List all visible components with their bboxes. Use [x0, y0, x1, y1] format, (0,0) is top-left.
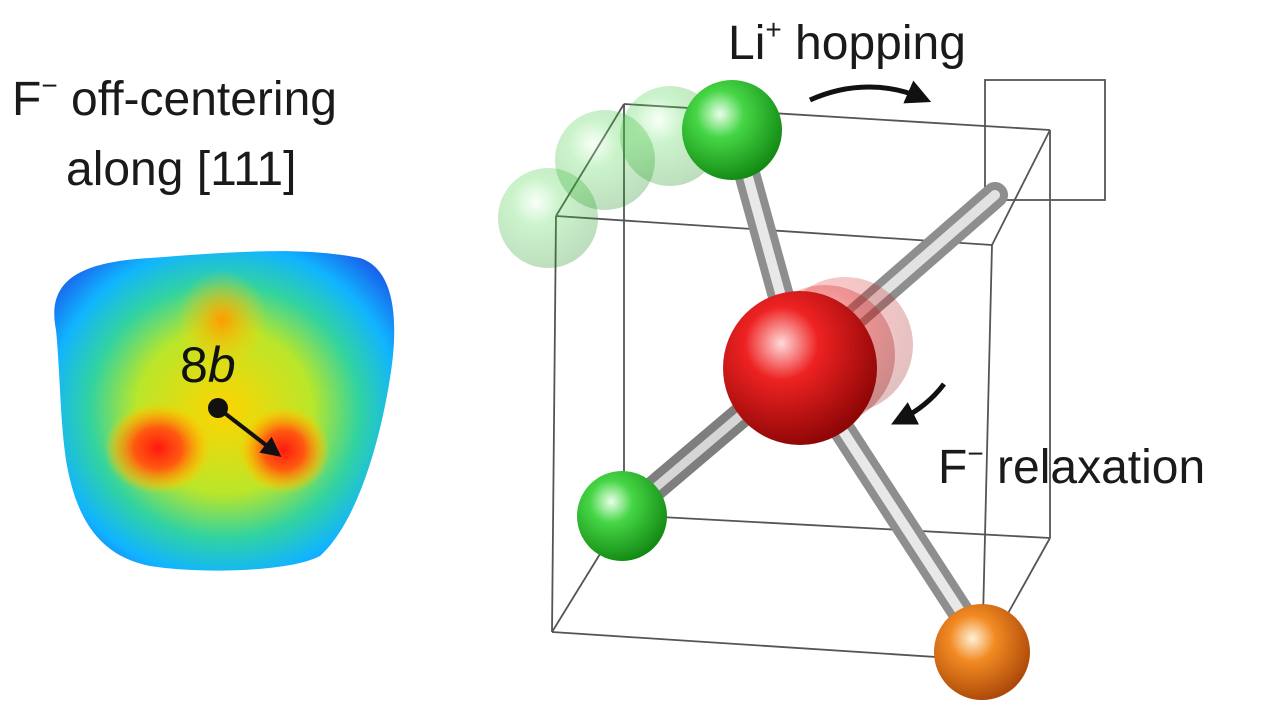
density-map-title-line1: F− off-centering	[12, 70, 337, 126]
li-hopping-arrow	[808, 80, 932, 104]
li-atom-top	[682, 80, 782, 180]
target-site-box	[984, 79, 1106, 201]
density-top-lobe	[176, 270, 268, 370]
orange-atom	[934, 604, 1030, 700]
li-hopping-label: Li+ hopping	[728, 14, 966, 70]
density-map	[54, 251, 395, 571]
f-relaxation-label: F− relaxation	[938, 438, 1206, 494]
li-atom-bottom	[577, 471, 667, 561]
density-hot-spot-left	[104, 402, 212, 494]
site-label: 8b	[180, 337, 236, 393]
density-hot-spot-right	[238, 406, 330, 494]
off-center-arrow	[216, 406, 282, 457]
f-atom-center	[723, 291, 877, 445]
f-relaxation-arrow	[891, 382, 946, 425]
density-map-title-line2: along [111]	[66, 143, 297, 196]
